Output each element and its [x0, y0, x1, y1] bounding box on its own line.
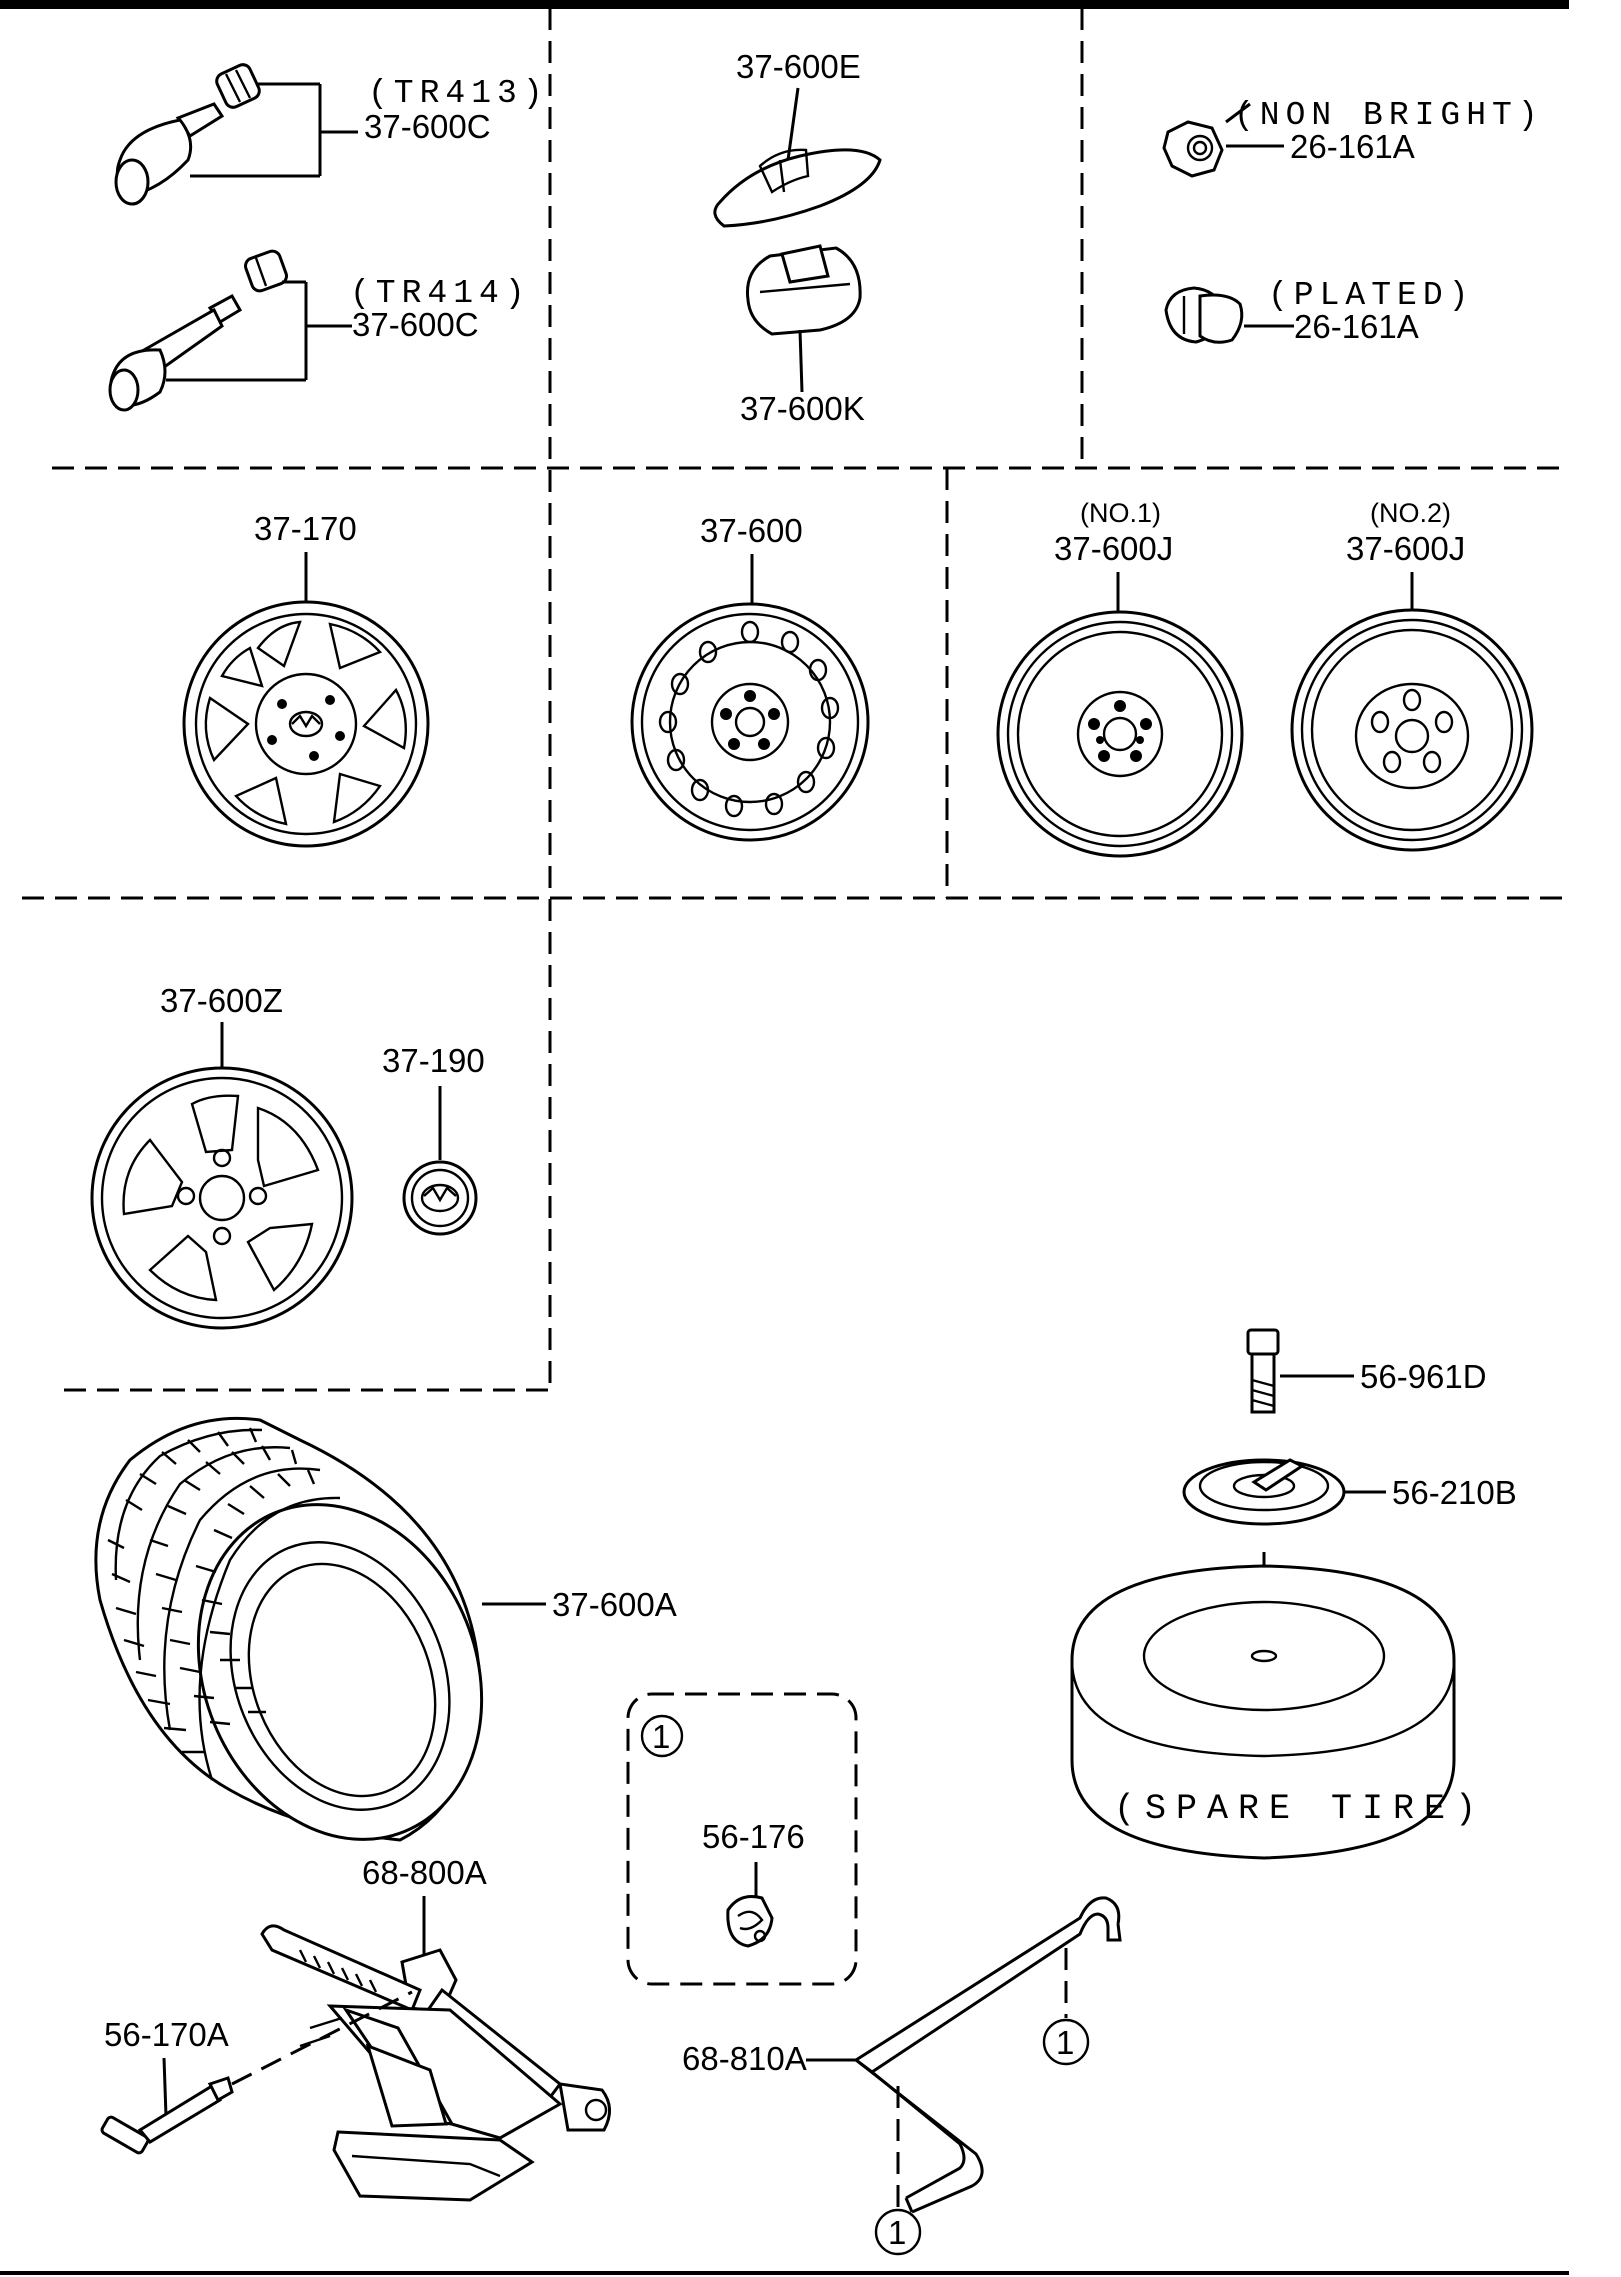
label-37-600j-1: 37-600J	[1054, 530, 1173, 567]
lug-nut-non-bright	[1162, 102, 1284, 178]
label-68-800a: 68-800A	[362, 1854, 487, 1891]
label-26-161a-2: 26-161A	[1294, 308, 1419, 345]
valve-tr414	[108, 249, 352, 412]
label-26-161a-1: 26-161A	[1290, 128, 1415, 165]
temporary-wheel-no1	[996, 610, 1244, 858]
callout-number-1b: 1	[888, 2214, 906, 2251]
label-no1: (NO.1)	[1080, 498, 1161, 528]
tire-37-600a	[94, 1416, 546, 1842]
label-spare-tire: (SPARE TIRE)	[1114, 1789, 1486, 1829]
label-plated: (PLATED)	[1268, 277, 1474, 314]
rim-holes	[658, 620, 840, 818]
label-56-176: 56-176	[702, 1818, 805, 1855]
section-dividers	[0, 0, 1569, 2275]
mazda-logo-icon	[288, 710, 324, 738]
label-no2: (NO.2)	[1370, 498, 1451, 528]
label-37-600a: 37-600A	[552, 1586, 677, 1623]
callout-box: 1 56-176	[626, 1692, 858, 1986]
label-37-600z: 37-600Z	[160, 982, 283, 1019]
steel-wheel-37-600	[630, 602, 870, 842]
temporary-wheel-no2	[1290, 608, 1534, 852]
label-56-210b: 56-210B	[1392, 1474, 1517, 1511]
jack-68-800a	[260, 1924, 611, 2202]
lug-nut-plated	[1164, 286, 1294, 344]
callout-number-1a: 1	[1056, 2024, 1074, 2061]
balance-weight-k	[745, 244, 862, 336]
label-37-600c-1: 37-600C	[364, 108, 491, 145]
lug-wrench-68-810a	[855, 1896, 1122, 2214]
label-56-170a: 56-170A	[104, 2016, 229, 2053]
label-tr414: (TR414)	[350, 275, 531, 312]
hold-down-bolt-56-961d	[1246, 1328, 1354, 1414]
label-37-600c-2: 37-600C	[352, 306, 479, 343]
alloy-wheel-37-600z	[90, 1066, 354, 1330]
label-37-600j-2: 37-600J	[1346, 530, 1465, 567]
valve-tr413	[114, 63, 358, 206]
callout-1-upper: 1	[1042, 2018, 1090, 2066]
tread-pattern	[107, 1427, 341, 1781]
label-68-810a: 68-810A	[682, 2040, 807, 2077]
label-37-600: 37-600	[700, 512, 803, 549]
balance-weight-e	[713, 148, 882, 228]
jack-handle-56-170a	[100, 1990, 413, 2155]
callout-number-box: 1	[652, 1718, 670, 1755]
mazda-logo-icon	[420, 1183, 460, 1213]
wheel-cover-37-170	[182, 600, 430, 848]
label-37-600e: 37-600E	[736, 48, 861, 85]
callout-1-lower: 1	[874, 2208, 922, 2256]
center-cap-37-190	[402, 1160, 478, 1236]
label-non-bright: (NON BRIGHT)	[1234, 97, 1544, 134]
clip-56-176	[726, 1895, 774, 1948]
label-37-600k: 37-600K	[740, 390, 865, 427]
label-37-190: 37-190	[382, 1042, 485, 1079]
jack-screw-threads	[298, 1949, 378, 1993]
spare-tire	[1070, 1564, 1456, 1860]
label-37-170: 37-170	[254, 510, 357, 547]
retainer-plate-56-210b	[1182, 1458, 1386, 1526]
label-56-961d: 56-961D	[1360, 1358, 1487, 1395]
label-tr413: (TR413)	[368, 75, 549, 112]
